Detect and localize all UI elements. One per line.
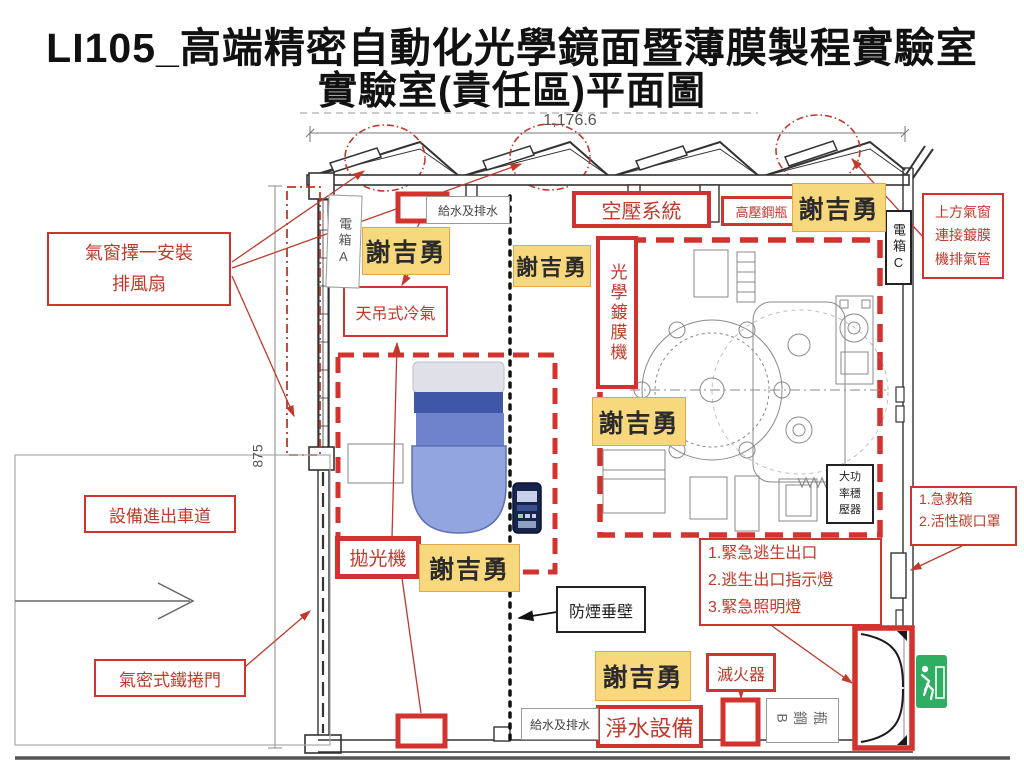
polisher-zone-box (335, 352, 558, 575)
coating-zone-box (597, 237, 883, 538)
sawtooth-roof (307, 140, 934, 179)
label-emergency: 1.緊急逃生出口 2.逃生出口指示燈 3.緊急照明燈 (699, 538, 882, 626)
label-water-purifier: 淨水設備 (596, 705, 703, 748)
label-smoke-barrier: 防煙垂壁 (556, 586, 646, 633)
label-owner-2: 謝吉勇 (513, 245, 591, 287)
page-title-line1: LI105_高端精密自動化光學鏡面暨薄膜製程實驗室 (46, 25, 978, 71)
page-title-line2: 實驗室(責任區)平面圖 (318, 70, 706, 113)
label-water-drain-bottom: 給水及排水 (521, 708, 599, 740)
label-top-window: 上方氣窗 連接鍍膜 機排氣管 (922, 193, 1004, 279)
label-owner-5: 謝吉勇 (419, 544, 520, 592)
label-vent-fan: 氣窗擇一安裝 排風扇 (47, 232, 231, 306)
label-owner-6: 謝吉勇 (595, 651, 691, 701)
fire-extinguisher-box (720, 697, 761, 747)
label-ceiling-ac: 天吊式冷氣 (343, 286, 448, 337)
label-panel-a: 電箱A (325, 194, 363, 289)
label-owner-4: 謝吉勇 (592, 397, 686, 446)
annotation-lines (231, 158, 963, 714)
running-man-icon (920, 673, 935, 701)
exit-sign (916, 655, 947, 708)
driveway-arrow (157, 582, 195, 620)
label-first-aid: 1.急救箱 2.活性碳口罩 (910, 486, 1017, 546)
emergency-exit-door (852, 625, 915, 751)
roof-vent-windows (328, 140, 839, 173)
label-rolling-door: 氣密式鐵捲門 (94, 659, 246, 697)
coating-machine-drawing (602, 249, 889, 532)
label-hp-cylinder: 高壓鋼瓶 (721, 196, 802, 226)
dimension-height-line (268, 185, 282, 749)
label-extinguisher: 滅火器 (706, 653, 776, 692)
label-air-press: 空壓系統 (572, 191, 711, 228)
smoke-barrier-pointer (517, 610, 558, 622)
label-stabilizer: 大功 率穩 壓器 (826, 464, 874, 524)
window-highlight-box (286, 186, 321, 456)
dimension-width-line (305, 126, 910, 142)
label-panel-c: 電箱C (885, 210, 912, 285)
driveway-area (14, 454, 331, 746)
dimension-width-text: 1,176.6 (543, 112, 597, 129)
control-pendant (512, 482, 542, 534)
label-owner-1: 謝吉勇 (362, 227, 450, 275)
label-water-drain-top: 給水及排水 (426, 196, 510, 224)
label-coating-machine: 光學鍍膜機 (596, 236, 638, 389)
label-owner-3: 謝吉勇 (792, 183, 886, 232)
polishing-machine-drawing (347, 361, 542, 534)
label-driveway: 設備進出車道 (84, 495, 236, 533)
label-polisher: 拋光機 (335, 536, 421, 579)
dimension-height-text: 875 (249, 444, 266, 468)
